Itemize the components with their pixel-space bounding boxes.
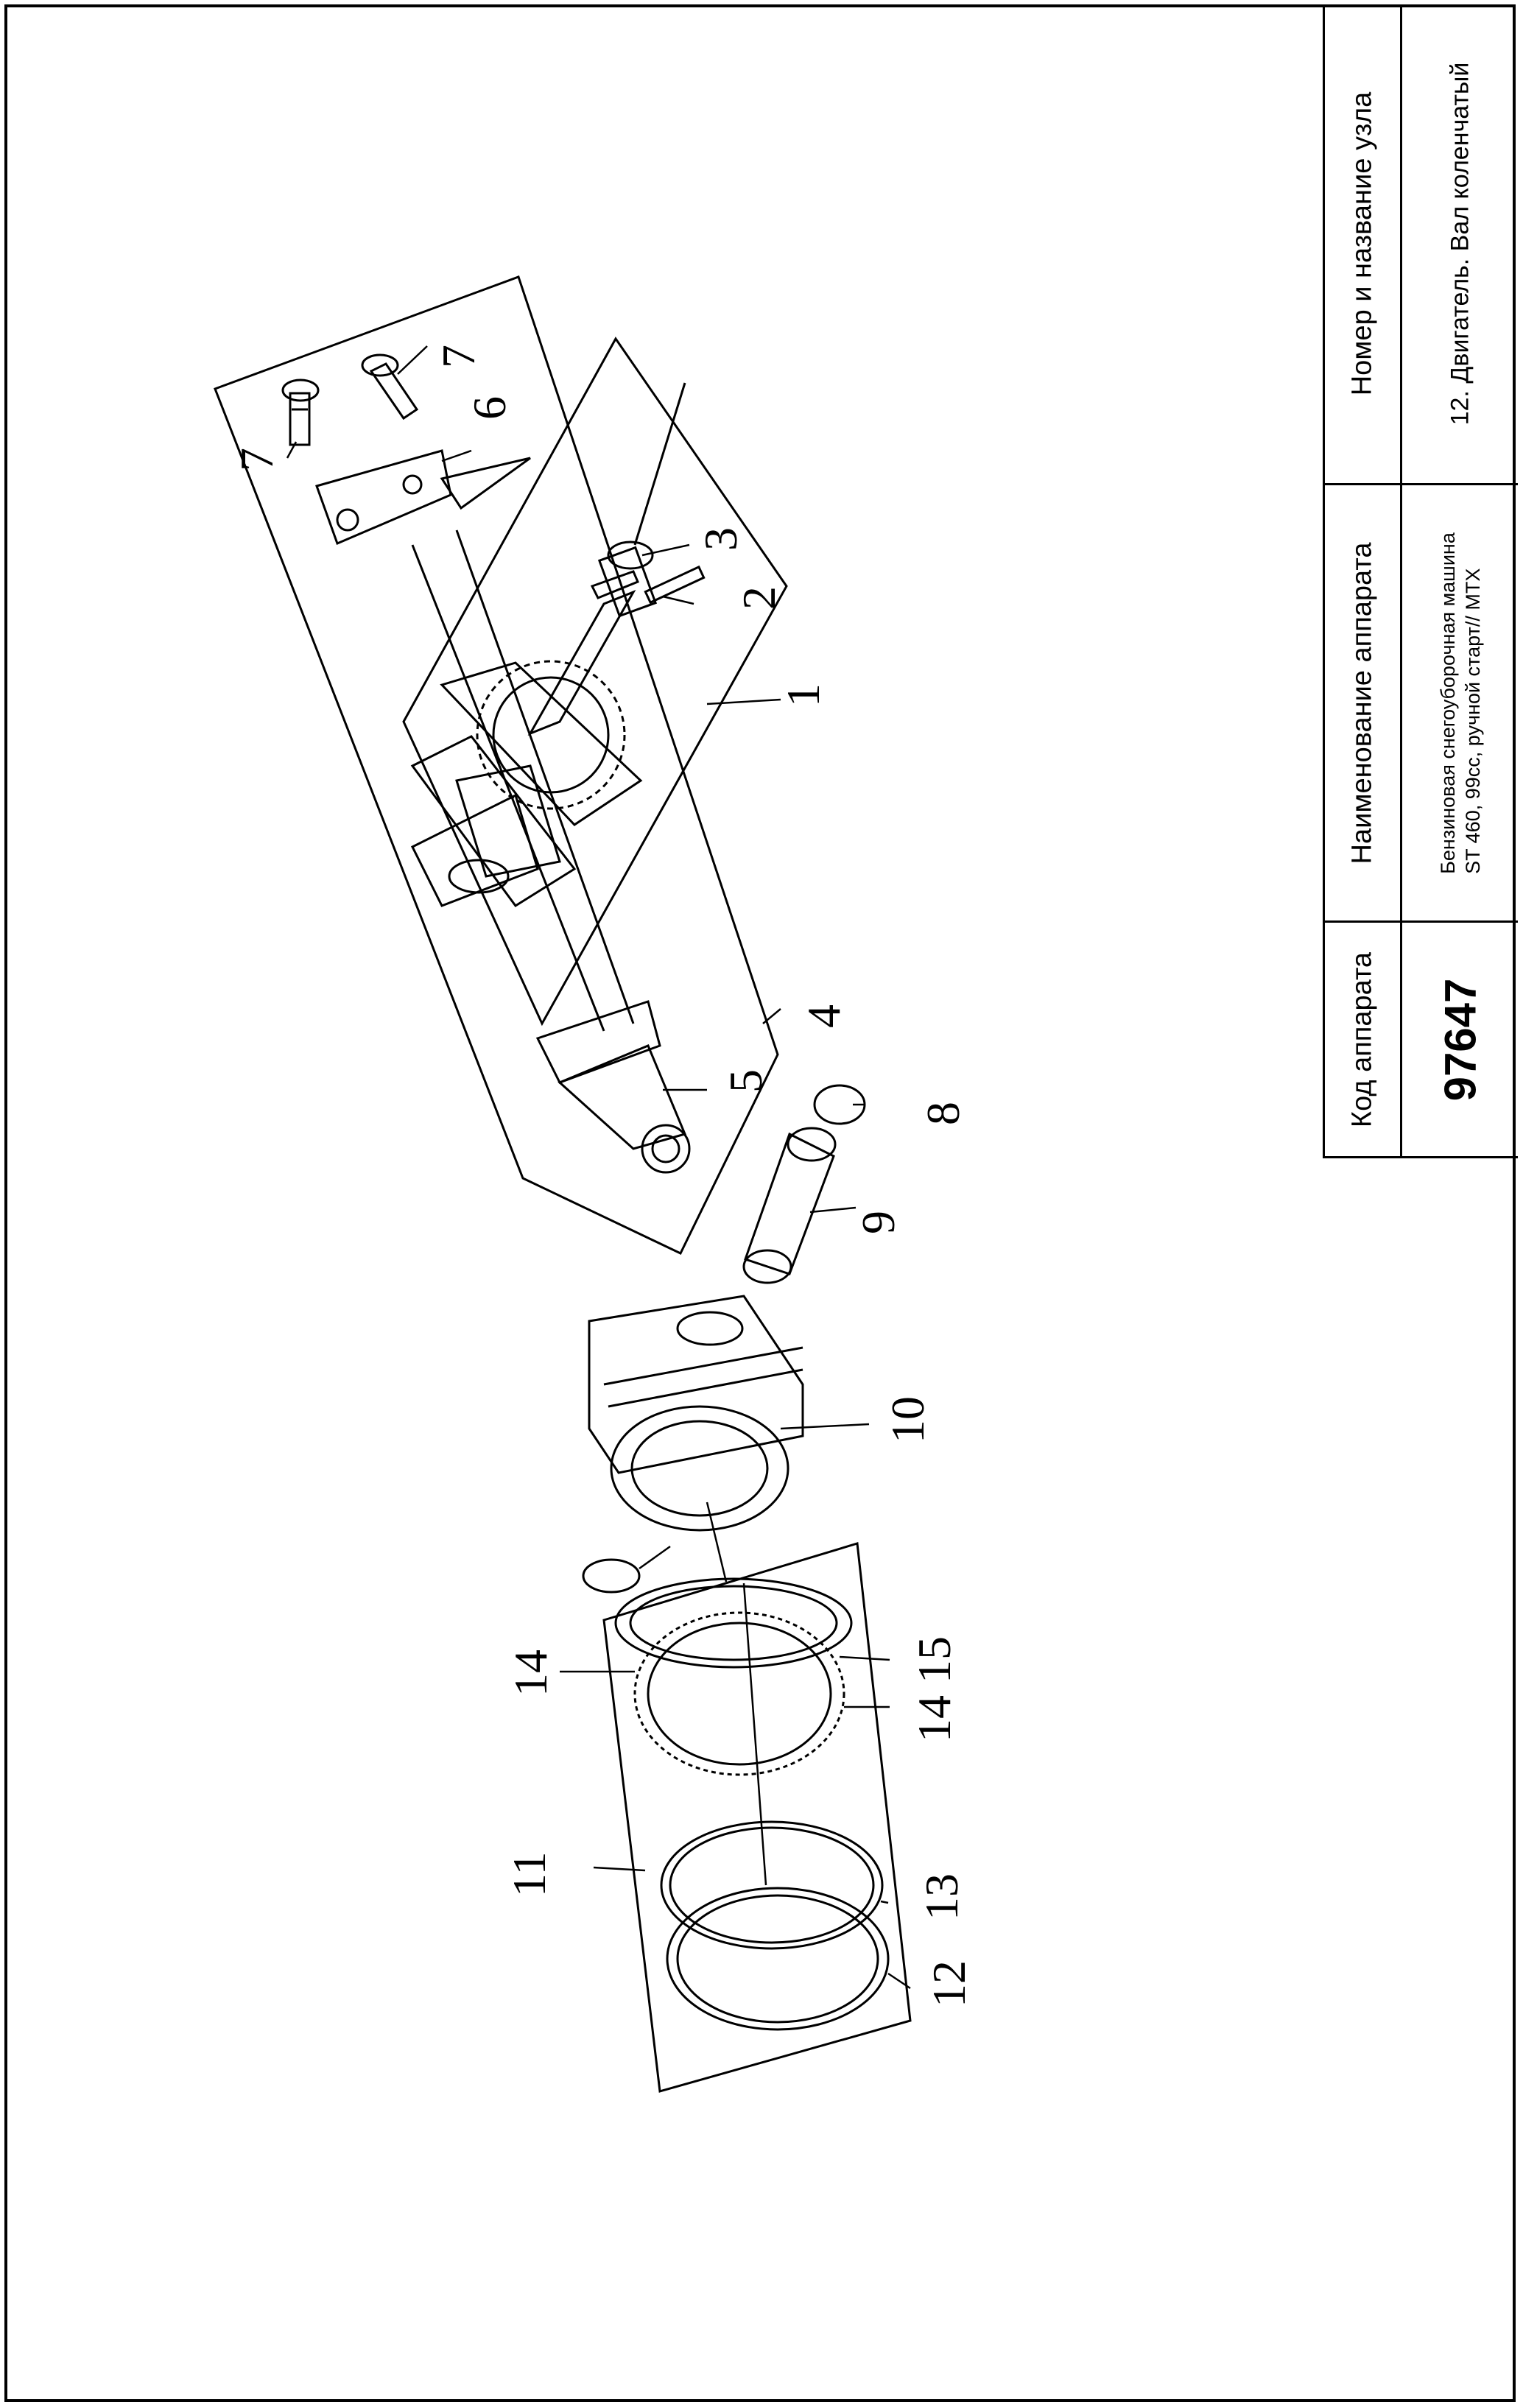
callout-8: 8 [917,1102,969,1125]
connecting-rod-5 [411,529,691,1174]
callout-4: 4 [798,1004,850,1028]
ring-14-top [614,1577,853,1669]
ring-15 [633,1611,845,1776]
callout-7a: 7 [231,448,283,471]
shaft-end-3 [607,382,686,570]
rod-cap-6 [315,449,531,546]
piston-pin-9 [742,1127,837,1284]
callout-15: 15 [908,1636,960,1683]
group-outline-1 [402,337,788,1027]
title-block: Номер и название узла 12. Двигатель. Вал… [1323,4,1518,1158]
callout-14b: 14 [908,1695,960,1742]
group-outline-11 [602,1542,912,2093]
callout-3: 3 [694,527,747,551]
callout-12: 12 [923,1960,975,2007]
piston-10 [588,1295,804,1532]
key-2 [644,565,706,605]
bolt-7-left [281,379,320,446]
callout-1: 1 [777,683,829,707]
clip-small [582,1558,641,1594]
group-outline-4 [214,275,779,1255]
callout-6: 6 [463,396,516,420]
callout-14a: 14 [504,1650,557,1697]
sheet-border [4,4,1516,2402]
callout-9: 9 [852,1211,904,1234]
ring-13 [660,1820,884,1950]
callout-13: 13 [915,1873,968,1921]
callout-10: 10 [882,1396,934,1443]
crankshaft-1 [410,546,658,908]
callout-2: 2 [733,586,785,610]
callout-7b: 7 [432,345,485,368]
bolt-7-right [361,353,419,420]
ring-12 [666,1887,890,2031]
callout-5: 5 [720,1069,772,1093]
leader-lines [286,345,911,1990]
callout-11: 11 [503,1851,555,1897]
